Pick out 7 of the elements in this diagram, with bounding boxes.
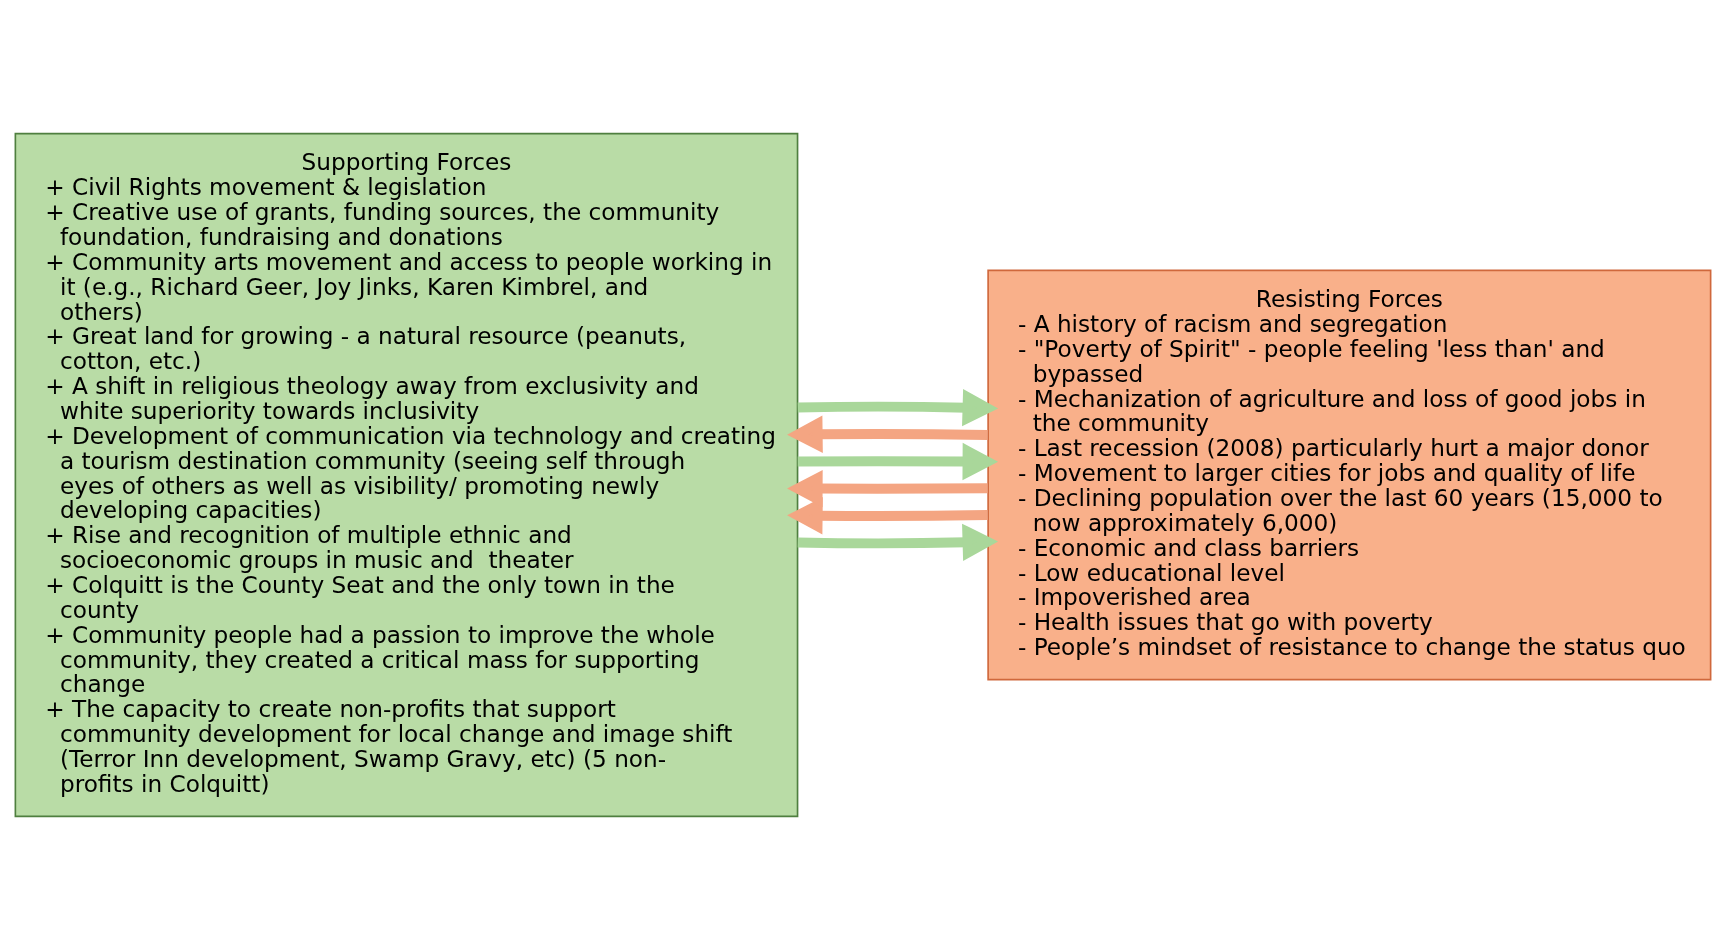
node-box: Resisting Forces - A history of racism and segregation - "Poverty of Spirit" - people feeling 'less than' and bypassed - Mechanization of agriculture and loss of good jobs in the community - Last recession (2008) particularly hurt a major donor - Movement to larger cities for jobs and quality of life - Declining population over the last 60 years (15,000 to now approximately 6,000) - Economic and class barriers - Low educational level - Impoverished area - Health issues that go with poverty - People’s mindset of resistance to change the status quo xyxy=(987,269,1712,680)
arrow xyxy=(797,442,999,480)
arrow xyxy=(787,415,988,453)
node-box: Supporting Forces + Civil Rights movement & legislation + Creative use of grants, funding sources, the community foundation, fundraising and donations + Community arts movement and access to people working in it (e.g., Richard Geer, Joy Jinks, Karen Kimbrel, and others) + Great land for growing - a natural resource (peanuts, cotton, etc.) + A shift in religious theology away from exclusivity and white superiority towards inclusivity + Development of communication via technology and creating a tourism destination community (seeing self through eyes of others as well as visibility/ promoting newly developing capacities) + Rise and recognition of multiple ethnic and socioeconomic groups in music and theater + Colquitt is the County Seat and the only town in the county + Community people had a passion to improve the whole community, they created a critical mass for supporting change + The capacity to create non-profits that support community development for local change and image shift (Terror Inn development, Swamp Gravy, etc) (5 non-profits in Colquitt) xyxy=(14,132,799,817)
arrow xyxy=(787,469,988,507)
arrow xyxy=(797,523,999,561)
arrow xyxy=(797,388,999,426)
